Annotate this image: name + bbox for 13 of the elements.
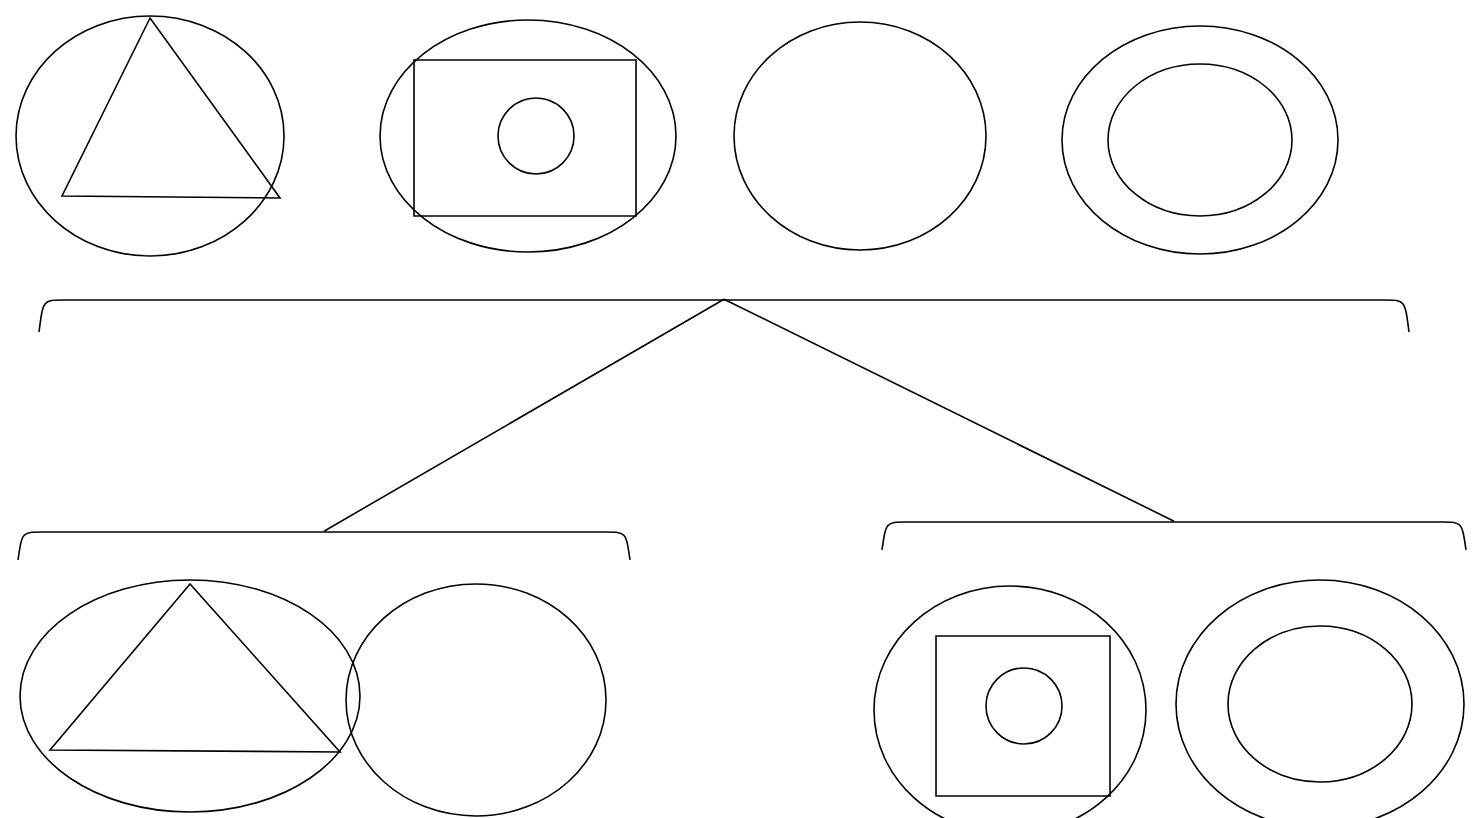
ring (1061, 25, 1339, 255)
bracket (17, 531, 631, 561)
bracket (881, 521, 1467, 551)
ring (1175, 579, 1465, 818)
connector-line (323, 298, 725, 532)
circle-with-triangle (15, 15, 285, 257)
circle (733, 21, 987, 251)
circle-with-triangle (19, 579, 361, 813)
circle-with-square (379, 19, 677, 253)
bracket (38, 299, 1410, 333)
circle-with-square (873, 585, 1147, 818)
circle (345, 583, 607, 817)
connector-line (723, 298, 1175, 522)
